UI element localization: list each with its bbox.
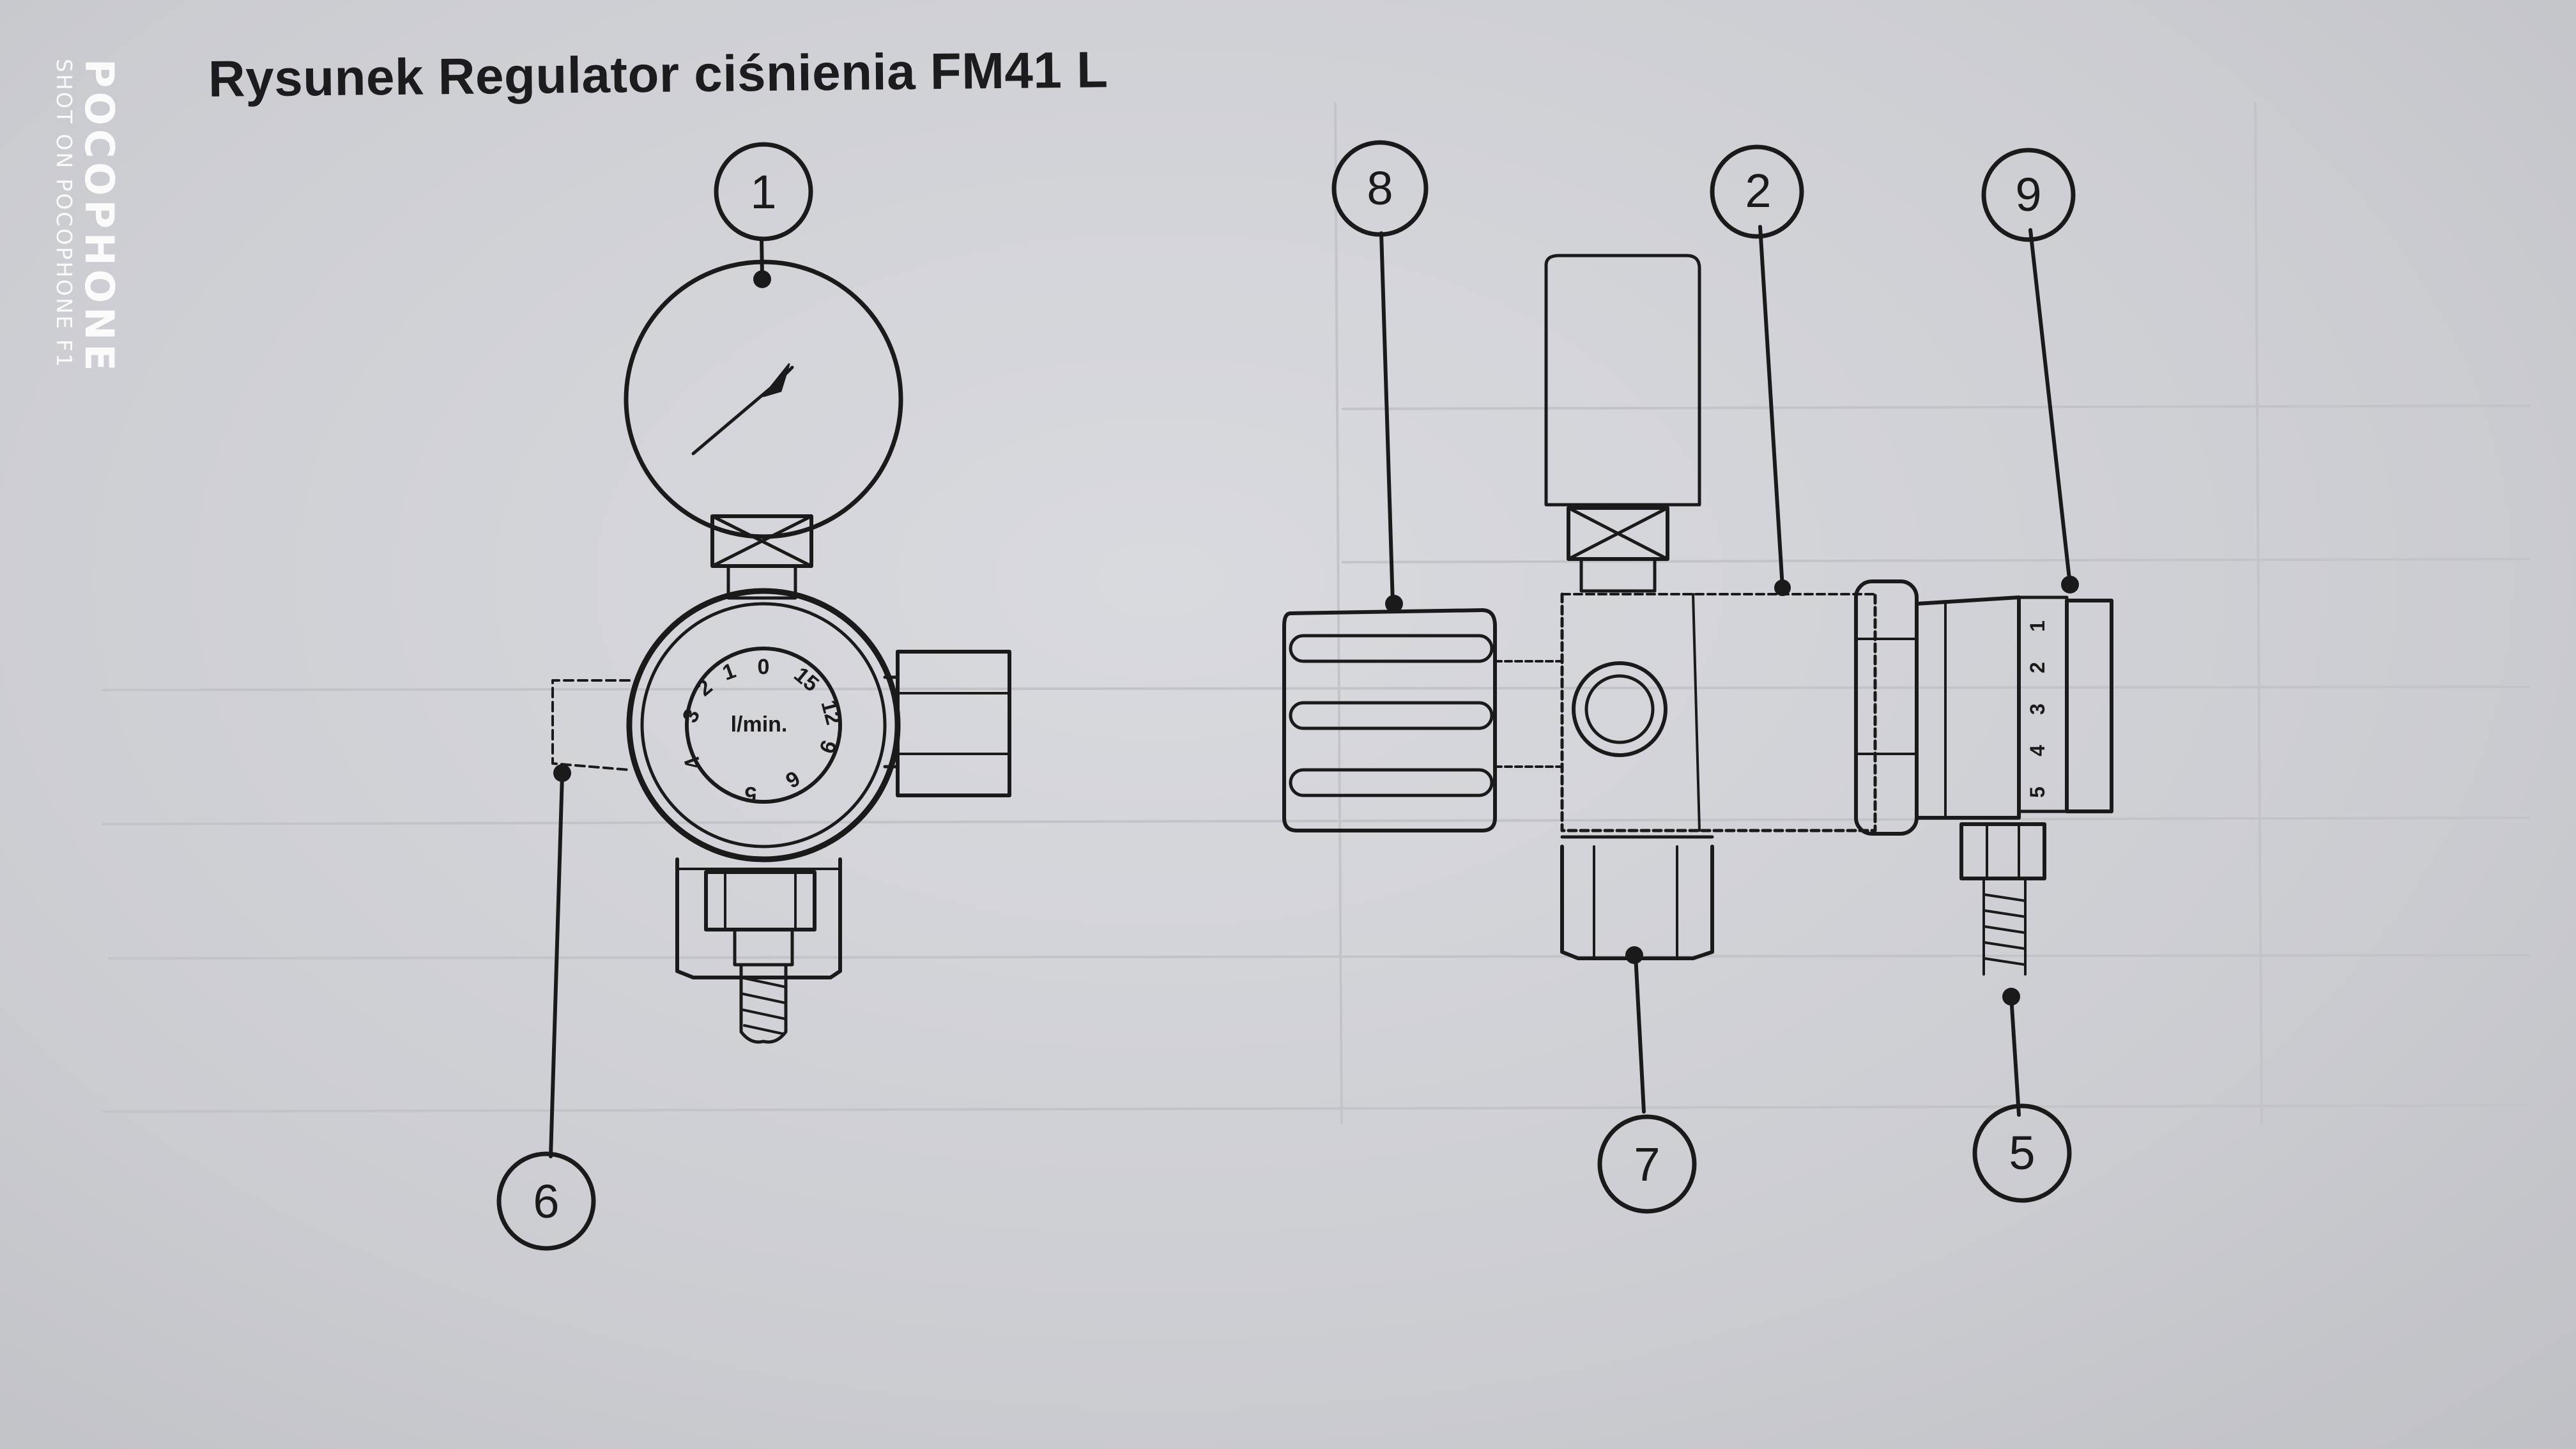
dial-mark-1: 1: [719, 659, 739, 686]
callout-5: 5: [2009, 1126, 2035, 1179]
dial-mark-2: 2: [692, 675, 717, 701]
handwheel-knob: [1282, 608, 1563, 832]
leader-dots: [553, 270, 2079, 1006]
regulator-body: [1560, 592, 1877, 832]
dial-mark-0: 0: [758, 655, 770, 679]
callout-9: 9: [2015, 168, 2041, 221]
spring-valve: [1959, 822, 2046, 976]
adjuster-mark-5: 5: [2026, 786, 2049, 798]
adjuster-assembly: [1854, 579, 2113, 836]
dial-mark-15: 15: [789, 663, 823, 696]
adjuster-mark-4: 4: [2026, 745, 2049, 756]
callout-8: 8: [1367, 162, 1393, 215]
side-gauge-housing: [1544, 254, 1701, 593]
callout-6: 6: [533, 1175, 559, 1228]
flow-meter-dial: [551, 588, 1011, 862]
adjuster-mark-3: 3: [2026, 703, 2049, 715]
dial-mark-6: 6: [781, 765, 804, 792]
dial-unit: l/min.: [731, 712, 788, 737]
adjuster-mark-2: 2: [2026, 662, 2049, 673]
leader-lines: [549, 225, 2072, 1158]
adjuster-mark-1: 1: [2026, 620, 2049, 632]
dial-mark-3: 3: [678, 705, 705, 726]
outlet-fitting: [1560, 835, 1714, 960]
callout-1: 1: [750, 165, 776, 218]
bottom-outlet: [675, 857, 842, 1044]
dial-mark-5: 5: [745, 782, 757, 806]
callout-circles: [496, 140, 2076, 1251]
callout-2: 2: [1745, 164, 1771, 217]
pressure-gauge: [624, 259, 903, 600]
callout-7: 7: [1634, 1138, 1660, 1191]
